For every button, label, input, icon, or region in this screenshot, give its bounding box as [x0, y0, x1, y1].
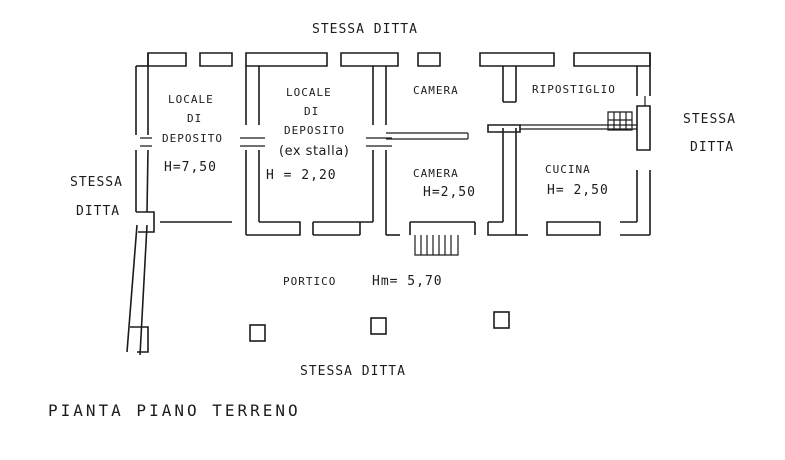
room-camera-2-height: H=2,50 [423, 185, 476, 200]
neighbor-left-label-2: DITTA [76, 204, 121, 219]
neighbor-right-label-1: STESSA [683, 112, 736, 127]
room-cucina-label: CUCINA [545, 163, 591, 176]
right-wall [620, 53, 651, 236]
room-deposito-1-line-2: DI [187, 112, 203, 125]
room-deposito-2-line-4: (ex stalla) [279, 144, 350, 159]
neighbor-left-label-1: STESSA [70, 175, 123, 190]
room-deposito-1-line-3: DEPOSITO [162, 132, 223, 145]
small-stair [607, 111, 633, 131]
room-ripostiglio-label: RIPOSTIGLIO [532, 83, 616, 96]
room-deposito-1-line-1: LOCALE [168, 93, 214, 106]
portico-pillars [249, 311, 510, 342]
room-deposito-2-line-1: LOCALE [286, 86, 332, 99]
room-cucina-height: H= 2,50 [547, 183, 609, 198]
room-deposito-2-line-2: DI [304, 105, 320, 118]
room-camera-2-label: CAMERA [413, 167, 459, 180]
room-camera-1-label: CAMERA [413, 84, 459, 97]
room-deposito-1-height: H=7,50 [164, 160, 217, 175]
internal-walls [160, 66, 637, 236]
stairs [414, 235, 459, 256]
neighbor-top-label: STESSA DITTA [312, 22, 418, 37]
room-deposito-2-line-3: DEPOSITO [284, 124, 345, 137]
neighbor-bottom-label: STESSA DITTA [300, 364, 406, 379]
door-marks [140, 96, 646, 147]
portico-height: Hm= 5,70 [372, 274, 443, 289]
portico-label: PORTICO [283, 275, 337, 288]
room-deposito-2-height: H = 2,20 [266, 168, 337, 183]
top-wall [147, 52, 651, 67]
neighbor-right-label-2: DITTA [690, 140, 735, 155]
plan-title: PIANTA PIANO TERRENO [48, 401, 301, 420]
left-wall [126, 53, 155, 356]
